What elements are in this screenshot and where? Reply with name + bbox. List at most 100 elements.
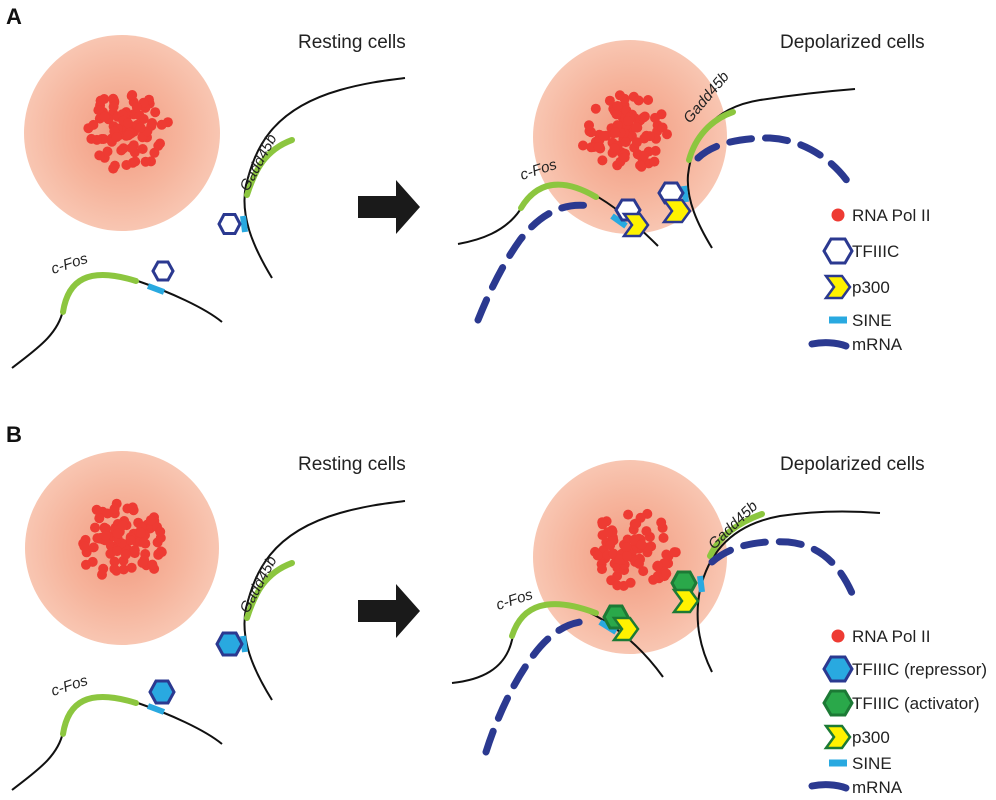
legend-label-a-4: SINE: [852, 311, 892, 330]
pol2-dot: [125, 535, 136, 546]
gene-body-cfos-resting-a: [60, 271, 139, 315]
pol2-dot: [91, 134, 102, 145]
legend-label-a-1: RNA Pol II: [852, 206, 930, 225]
pol2-dot: [118, 143, 129, 154]
pol2-dot: [94, 513, 105, 524]
pol2-dot: [153, 549, 164, 559]
legend-label-a-5: mRNA: [852, 335, 903, 354]
legend-label-b-6: mRNA: [852, 778, 903, 797]
pol2-dot: [94, 150, 105, 161]
pol2-dot: [578, 140, 588, 151]
mrna-cfos-depolarized-a: [474, 201, 599, 324]
pol2-dot: [614, 90, 625, 101]
pol2-dot: [99, 111, 110, 122]
panel-b: B Resting cells Depolarized cells Gadd45…: [6, 422, 987, 797]
pol2-dot: [102, 146, 113, 157]
pol2-dot: [109, 503, 120, 514]
pol2-dot: [127, 502, 138, 513]
pol2-dot: [156, 119, 167, 130]
dna-gadd45b-depolarized-b: [696, 510, 881, 673]
pol2-dot: [641, 526, 652, 537]
pol2-dot: [638, 566, 649, 577]
pol2-dot: [635, 160, 646, 171]
pol2-dot: [598, 131, 609, 141]
pol2-dot: [150, 107, 161, 118]
pol2-dot: [634, 558, 644, 569]
pol2-dot: [604, 95, 615, 106]
pol2-dot: [590, 103, 601, 114]
pol2-dot: [597, 155, 608, 166]
pol2-dot: [126, 143, 137, 153]
resting-title-b: Resting cells: [298, 454, 406, 475]
legend-label-b-5: SINE: [852, 754, 892, 773]
pol2-dot: [111, 132, 122, 142]
legend-p300-icon-a: [823, 274, 852, 300]
legend-label-b-3: TFIIIC (activator): [852, 694, 980, 713]
tfiiic-repressor-gadd45b-resting-b: [215, 631, 244, 657]
pol2-dot: [93, 105, 104, 116]
gene-body-gadd45b-depolarized-b: [707, 511, 765, 559]
dna-gadd45b-resting-b: [243, 500, 406, 701]
pol2-dot: [81, 559, 91, 570]
pol2-dot: [620, 137, 631, 148]
legend-p300-icon-b: [823, 724, 852, 750]
pol2-dot: [602, 527, 613, 538]
pol2-dot: [608, 548, 619, 559]
p300-cfos-depolarized-b: [611, 616, 640, 642]
resting-title-a: Resting cells: [298, 32, 406, 53]
pol2-dot: [662, 129, 672, 140]
tfiiic-cfos-resting-a: [151, 260, 175, 282]
pol2-dot: [127, 90, 138, 100]
pol2-dot: [593, 142, 604, 153]
pol2-dot: [138, 537, 149, 548]
pol2-dot: [633, 95, 644, 106]
legend-b: RNA Pol II TFIIIC (repressor) TFIIIC (ac…: [808, 627, 987, 797]
legend-tfiiic-activator-icon-b: [822, 689, 854, 717]
pol2-cluster-resting-b: [78, 498, 167, 580]
gene-body-cfos-depolarized-b: [509, 601, 599, 639]
pol2-dot: [136, 527, 146, 538]
legend-label-a-3: p300: [852, 278, 890, 297]
pol2-dot: [597, 564, 607, 575]
pol2-dot: [597, 517, 608, 528]
legend-pol2-icon-b: [831, 629, 845, 643]
pol2-dot: [669, 547, 680, 558]
pol2-dot: [592, 550, 603, 561]
sine-gadd45b-resting-a: [240, 215, 248, 233]
pol2-dot: [631, 518, 642, 529]
legend-mrna-icon-a: [808, 339, 850, 350]
pol2-dot: [610, 127, 621, 138]
pol2-dot: [97, 569, 107, 580]
pol2-dot: [586, 142, 597, 153]
pol2-dot: [625, 577, 636, 588]
pol2-dot: [108, 93, 119, 104]
sine-cfos-resting-a: [146, 283, 166, 295]
pol2-dot: [138, 114, 149, 124]
pol2-dot: [88, 119, 99, 130]
gene-body-gadd45b-depolarized-a: [686, 109, 736, 163]
pol2-dot: [100, 530, 111, 541]
pol2-dot: [641, 130, 652, 141]
pol2-dot: [611, 109, 622, 120]
legend-tfiiic-icon-a: [822, 237, 854, 265]
pol2-dot: [639, 111, 650, 122]
legend-label-b-1: RNA Pol II: [852, 627, 930, 646]
pol2-dot: [112, 528, 123, 539]
dna-cfos-resting-b: [11, 695, 223, 791]
depolarized-title-a: Depolarized cells: [780, 32, 925, 53]
pol2-dot: [92, 533, 103, 544]
arrow-a: [358, 180, 420, 234]
legend-a: RNA Pol II TFIIIC p300 SINE mRNA: [808, 206, 930, 354]
mrna-gadd45b-depolarized-a: [694, 134, 852, 186]
sine-gadd45b-depolarized-a: [681, 185, 689, 203]
pol2-dot: [643, 95, 654, 105]
pol2-dot: [111, 565, 122, 576]
pol2-dot: [623, 116, 634, 126]
sine-cfos-depolarized-a: [610, 213, 628, 229]
label-cfos-resting-a: c-Fos: [49, 250, 90, 278]
legend-mrna-icon-b: [808, 781, 850, 792]
pol2-cluster-depolarized-b: [590, 508, 681, 591]
pol2-dot: [639, 150, 649, 161]
pol2-cluster-resting-a: [83, 90, 173, 174]
